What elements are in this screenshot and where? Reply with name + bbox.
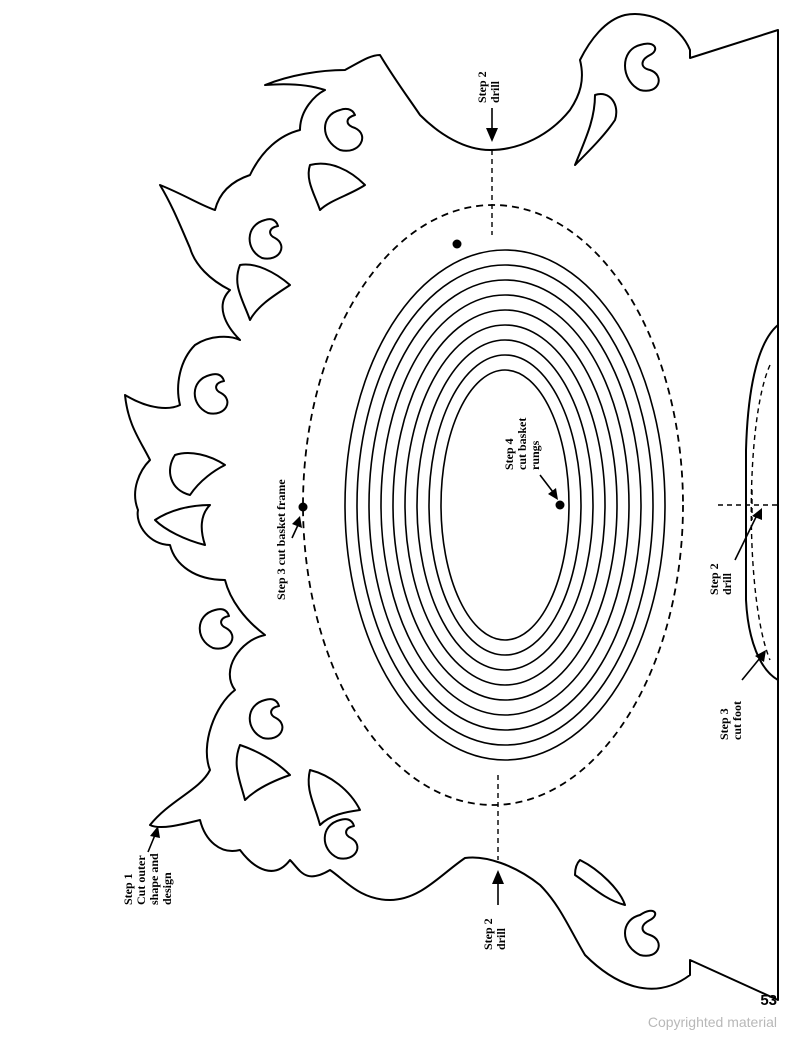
arrows: [147, 108, 766, 905]
outer-cut-outline: [124, 13, 779, 1001]
label-line: Step 1: [121, 873, 135, 905]
scroll-cutout: [307, 162, 366, 211]
scroll-cutout: [193, 373, 229, 415]
label-step3-foot: Step 3cut foot: [717, 701, 744, 740]
page-number: 53: [760, 992, 777, 1009]
label-line: drill: [488, 80, 502, 103]
scroll-cutout: [169, 452, 226, 496]
design-cutouts: [154, 42, 660, 957]
label-line: drill: [494, 927, 508, 950]
basket-rungs: [344, 249, 666, 761]
scroll-cutout: [323, 818, 359, 860]
foot-cut-dashed: [750, 364, 771, 661]
svg-text:Step 1Cut outershape anddesign: Step 1Cut outershape anddesign: [121, 853, 174, 905]
label-line: Step 2: [707, 563, 721, 595]
label-line: Step 2: [481, 918, 495, 950]
svg-text:Step 3cut foot: Step 3cut foot: [717, 701, 744, 740]
label-step3-frame: Step 3 cut basket frame: [274, 479, 288, 600]
label-step2-top: Step 2drill: [475, 71, 502, 103]
label-line: Step 4: [502, 438, 516, 470]
svg-text:Step 2drill: Step 2drill: [475, 71, 502, 103]
svg-text:Step 2drill: Step 2drill: [481, 918, 508, 950]
label-step1: Step 1Cut outershape anddesign: [121, 853, 174, 905]
scroll-cutout: [198, 608, 234, 650]
start-point-rungs-center: [555, 500, 565, 510]
label-line: rungs: [528, 440, 542, 470]
foot-cutout: [745, 324, 779, 681]
label-line: Step 3: [717, 708, 731, 740]
svg-text:Step 2drill: Step 2drill: [707, 563, 734, 595]
scroll-cutout: [235, 744, 291, 801]
label-line: design: [160, 872, 174, 905]
scroll-cutout: [324, 107, 364, 152]
label-line: Cut outer: [134, 855, 148, 905]
start-point-frame: [298, 502, 308, 512]
scroll-cutout: [154, 504, 211, 546]
scroll-cutout: [248, 698, 284, 740]
label-step4: Step 4cut basketrungs: [502, 418, 542, 470]
scroll-cutout: [574, 93, 618, 166]
label-step2-bottom: Step 2drill: [481, 918, 508, 950]
label-line: cut foot: [730, 701, 744, 740]
label-line: cut basket: [515, 418, 529, 470]
svg-text:Step 4cut basketrungs: Step 4cut basketrungs: [502, 418, 542, 470]
start-point-rungs-outer: [452, 239, 462, 249]
step3-frame-text: Step 3 cut basket frame: [274, 479, 288, 600]
scroll-cutout: [307, 769, 361, 826]
scroll-cutout: [248, 218, 283, 260]
scroll-cutout: [624, 42, 660, 92]
label-line: drill: [720, 572, 734, 595]
copyright-notice: Copyrighted material: [647, 1014, 777, 1030]
label-line: shape and: [147, 853, 161, 905]
scroll-cutout: [574, 859, 626, 906]
label-line: Step 2: [475, 71, 489, 103]
label-step2-foot: Step 2drill: [707, 563, 734, 595]
scroll-cutout: [624, 909, 660, 957]
basket-frame-dashed: [302, 204, 684, 806]
scroll-cutout: [236, 263, 291, 321]
